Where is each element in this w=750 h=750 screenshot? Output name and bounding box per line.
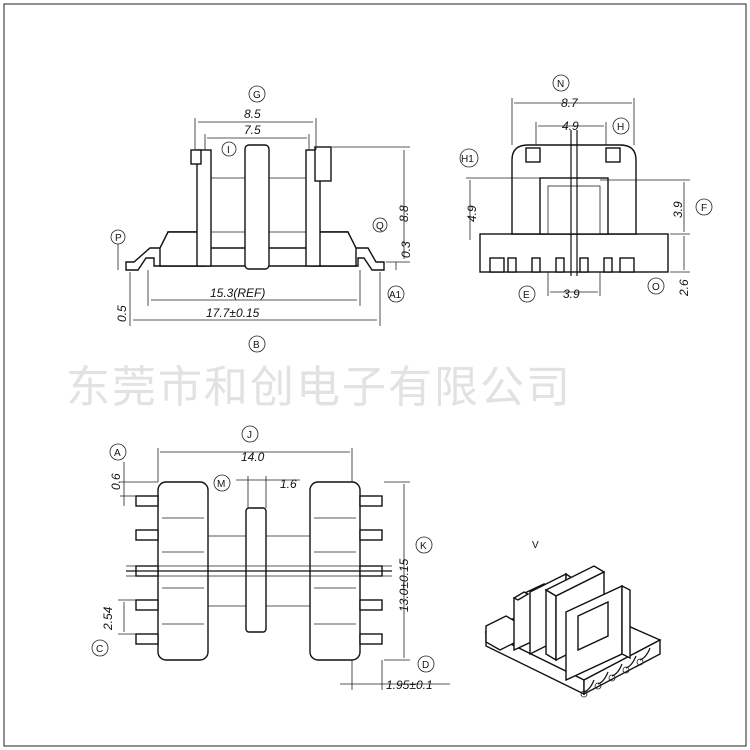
callout-G: G [253, 90, 261, 101]
dim-right-height: 3.9 [671, 201, 685, 218]
dim-left-height: 4.9 [465, 205, 479, 222]
dim-height: 13.0±0.15 [397, 558, 411, 612]
dim-width: 14.0 [241, 450, 265, 464]
callout-K: K [420, 541, 427, 552]
company-watermark: 东莞市和创电子有限公司 [66, 362, 572, 413]
callout-Q: Q [376, 221, 384, 232]
dim-pin-pitch: 1.95±0.1 [386, 678, 433, 692]
callout-N: N [557, 79, 564, 90]
drawing-border [3, 3, 747, 747]
dim-pin-offset: 0.5 [115, 305, 129, 322]
front-view: 8.5 7.5 8.8 0.3 0.5 15.3(REF) 17.7±0.15 … [110, 85, 413, 353]
callout-E: E [523, 290, 530, 301]
callout-M: M [217, 479, 225, 490]
dim-step: 0.3 [399, 241, 413, 258]
bottom-view: 14.0 0.6 1.6 13.0±0.15 2.54 1.95±0.1 J A… [91, 425, 450, 692]
callout-O: O [652, 282, 660, 293]
dim-top-width: 8.7 [561, 96, 579, 110]
iso-view: V [484, 540, 662, 698]
callout-A1: A1 [389, 290, 402, 301]
dim-ref-width: 15.3(REF) [210, 286, 265, 300]
side-view: 8.7 4.9 4.9 3.9 3.9 2.6 N H H1 F E O [459, 74, 713, 303]
callout-I: I [227, 145, 230, 156]
dim-top-inner: 7.5 [244, 123, 261, 137]
dim-flange: 1.6 [280, 477, 297, 491]
dim-pin-stub: 0.6 [109, 473, 123, 490]
dim-inner-width: 4.9 [562, 119, 579, 133]
dim-pin-length: 2.6 [677, 279, 691, 297]
dim-pitch: 2.54 [101, 606, 115, 631]
callout-D: D [422, 660, 429, 671]
callout-F: F [701, 203, 707, 214]
dim-top-outer: 8.5 [244, 107, 261, 121]
dim-height: 8.8 [397, 205, 411, 222]
callout-H1: H1 [461, 154, 474, 165]
callout-P: P [115, 233, 122, 244]
dim-bottom-width: 3.9 [563, 287, 580, 301]
callout-B: B [253, 340, 260, 351]
callout-J: J [247, 430, 252, 441]
callout-A: A [114, 448, 121, 459]
iso-mark: V [532, 540, 539, 551]
callout-C: C [96, 644, 103, 655]
callout-H: H [617, 122, 624, 133]
dim-total-width: 17.7±0.15 [206, 306, 260, 320]
